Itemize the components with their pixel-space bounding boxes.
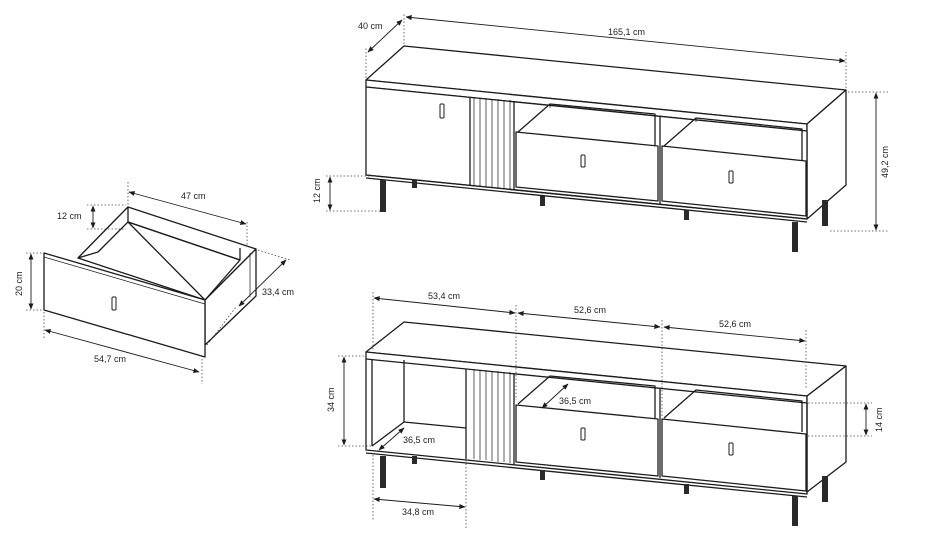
- drawer-height-label: 14 cm: [874, 407, 884, 432]
- leg-front-left: [380, 180, 386, 212]
- leg-mid-1: [540, 196, 545, 206]
- drawer-1-handle-icon: [580, 154, 586, 168]
- drawer-side-depth-label: 33,4 cm: [262, 287, 294, 297]
- drawer-front-1: [515, 131, 659, 202]
- leg-mid-2: [684, 210, 689, 220]
- door-handle-icon: [439, 103, 445, 119]
- drawer-left-side: [77, 206, 129, 259]
- cabinet-width-label: 165,1 cm: [608, 27, 645, 37]
- mid-shelf-depth-label: 36,5 cm: [559, 396, 591, 406]
- open-drawer-1-handle-icon: [580, 427, 586, 441]
- cabinet-depth-label: 40 cm: [358, 21, 383, 31]
- open-leg-front-left: [380, 456, 386, 488]
- slat-panel: [473, 97, 515, 190]
- drawer-depth-label: 47 cm: [181, 191, 206, 201]
- drawer-handle-icon: [111, 296, 117, 311]
- left-section-width-label: 53,4 cm: [428, 291, 460, 301]
- opening-width-label: 34,8 cm: [402, 507, 434, 517]
- open-drawer-front-2: [661, 418, 807, 492]
- cabinet-height-label: 49,2 cm: [880, 146, 890, 178]
- drawer-2-handle-icon: [728, 170, 734, 184]
- open-height-label: 34 cm: [326, 387, 336, 412]
- open-leg-mid-2: [684, 484, 689, 494]
- open-drawer-front-1: [515, 404, 659, 477]
- drawer-inner-height-label: 12 cm: [57, 211, 82, 221]
- open-leg-mid-1: [540, 470, 545, 480]
- right-section-width-label: 52,6 cm: [719, 319, 751, 329]
- cabinet-open-view: 53,4 cm 52,6 cm 52,6 cm 34 cm 36,5 cm 36…: [326, 291, 884, 530]
- drawer-front-2: [661, 145, 807, 217]
- open-leg-back-right: [822, 476, 828, 502]
- drawer-view: 47 cm 12 cm 20 cm 33,4 cm 54,7 cm: [14, 182, 294, 384]
- left-shelf-depth-label: 36,5 cm: [403, 435, 435, 445]
- leg-back-left: [412, 180, 417, 188]
- cabinet-front-view: 40 cm 165,1 cm 12 cm 49,2 cm: [312, 14, 890, 252]
- open-leg-front-right: [792, 496, 798, 526]
- mid-section-width-label: 52,6 cm: [574, 305, 606, 315]
- leg-back-right: [822, 200, 828, 226]
- drawer-width-label: 54,7 cm: [94, 354, 126, 364]
- leg-height-label: 12 cm: [312, 178, 322, 203]
- open-slat-panel: [473, 369, 515, 464]
- leg-front-right: [792, 222, 798, 252]
- open-leg-back-left: [412, 456, 417, 464]
- drawer-front-height-label: 20 cm: [14, 271, 24, 296]
- open-drawer-2-handle-icon: [728, 442, 734, 456]
